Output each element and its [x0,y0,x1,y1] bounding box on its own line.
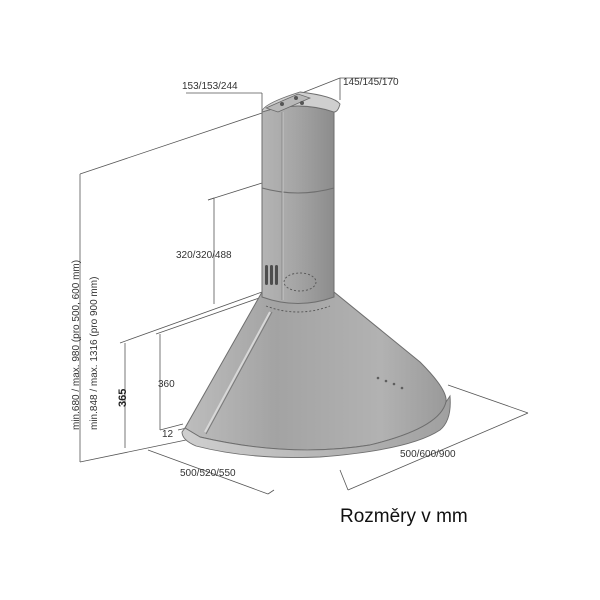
total-height-label-2: min.848 / max. 1316 (pro 900 mm) [89,277,100,430]
hood-rim [181,394,451,458]
hood-cone [184,291,447,451]
hood-depth-label: 500/520/550 [180,468,236,479]
hood-height-bold-label: 365 [117,389,129,407]
dimension-labels: 153/153/244 145/145/170 320/320/488 360 … [71,77,456,479]
lower-duct [261,185,335,304]
hood-height-label: 360 [158,379,175,390]
hood-body [181,291,451,458]
vent-slots [265,265,278,285]
chimney-duct [261,91,341,304]
total-height-label-1: min.680 / max. 980 (pro 500, 600 mm) [71,260,82,430]
upper-duct [261,105,335,194]
duct-depth-label: 153/153/244 [182,81,238,92]
units-caption: Rozměry v mm [340,506,468,527]
duct-height-label: 320/320/488 [176,250,232,261]
dimension-lines [79,77,529,495]
duct-width-label: 145/145/170 [343,77,399,88]
edge-thickness-label: 12 [162,429,174,440]
hood-width-label: 500/600/900 [400,449,456,460]
outlet-outline [283,272,317,292]
control-buttons [376,376,404,390]
